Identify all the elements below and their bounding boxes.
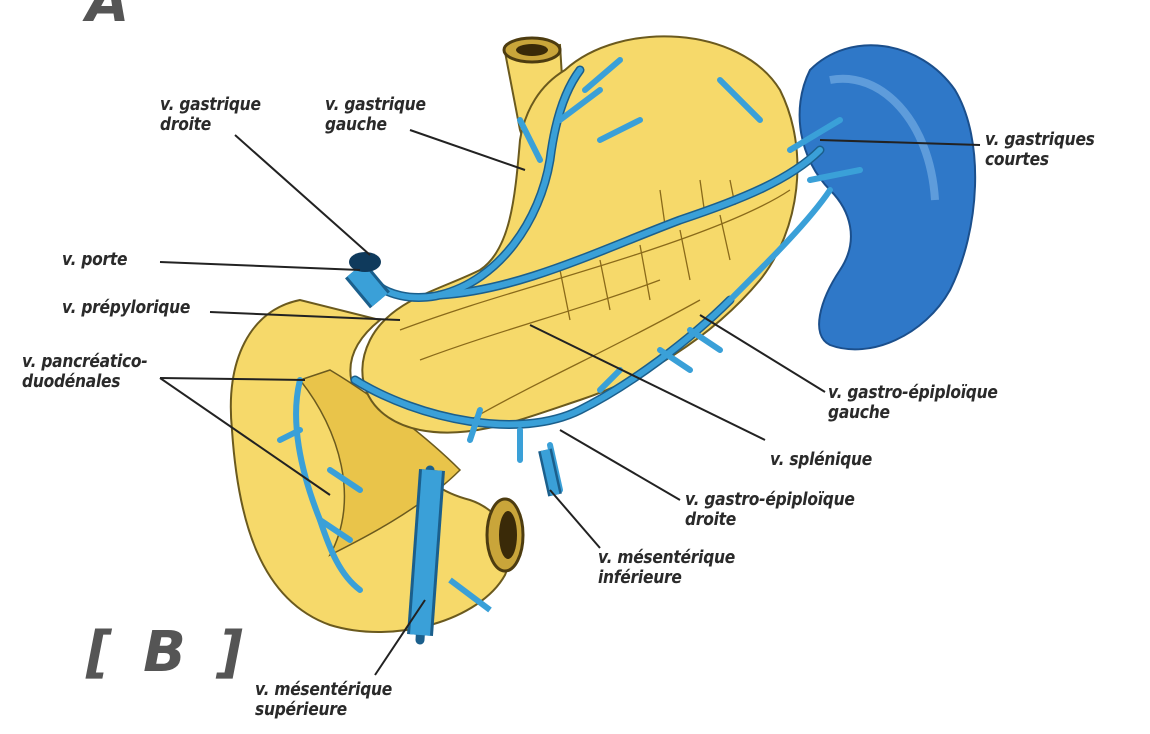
label-prepylorique: v. prépylorique [62, 298, 190, 318]
label-porte: v. porte [62, 250, 127, 270]
figure-label: [ B ] [86, 620, 249, 685]
label-pancreatico-duodenales: v. pancréatico-duodénales [22, 352, 147, 392]
label-splenique: v. splénique [770, 450, 872, 470]
